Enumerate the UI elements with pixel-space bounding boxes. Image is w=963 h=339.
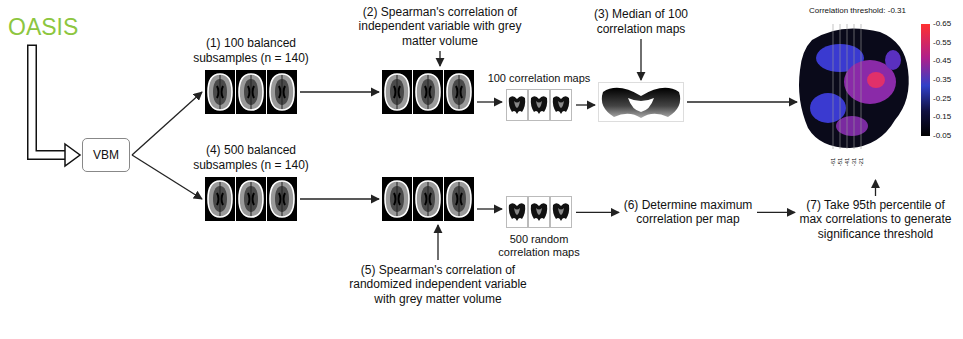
map-stack: 500 random correlation maps (505, 195, 573, 229)
image-stack: (1) 100 balanced subsamples (n = 140) (205, 68, 297, 116)
image-stack: (2) Spearman's correlation of independen… (382, 68, 474, 116)
map-stack (507, 197, 572, 228)
flow-arrow (132, 92, 202, 155)
pointer-arrow (437, 225, 438, 260)
colorbar-value: -0.05 (933, 132, 951, 140)
connector-line (477, 208, 502, 209)
node-text: (2) Spearman's correlation of independen… (358, 5, 523, 48)
threshold-map: Correlation threshold: -0.31 (800, 18, 915, 178)
node-text: (5) Spearman's correlation of randomized… (348, 263, 528, 306)
step-text: (7) Take 95th percentile of max correlat… (798, 198, 953, 241)
connector-line (132, 92, 202, 155)
step-caption: (2) Spearman's correlation of independen… (358, 5, 523, 48)
image-stack: (5) Spearman's correlation of randomized… (382, 175, 474, 223)
step-caption: (4) 500 balanced subsamples (n = 140) (176, 143, 326, 172)
slice-coordinate: -41 (844, 158, 850, 167)
node-text: 100 correlation maps (479, 72, 599, 85)
arrow-outline (32, 45, 67, 155)
slice-coordinate: -21 (858, 158, 864, 167)
slice-coordinate: -61 (830, 158, 836, 167)
flow-arrow (300, 92, 379, 93)
map-stack: 100 correlation maps (505, 88, 573, 122)
hollow-arrow (32, 45, 80, 166)
flow-arrow (477, 209, 502, 210)
colorbar-value: -0.45 (933, 57, 951, 65)
step-caption: (3) Median of 100 correlation maps (574, 7, 709, 36)
flow-arrow (875, 180, 876, 196)
flow-arrow (477, 102, 502, 103)
slice-stack (382, 70, 474, 114)
node-text: Correlation threshold: -0.31 (788, 6, 928, 16)
step-caption: 500 random correlation maps (487, 233, 592, 259)
node-text: OASIS (8, 14, 78, 42)
slice-coordinate: -31 (851, 158, 857, 167)
colorbar-value: -0.55 (933, 39, 951, 47)
node-text: (6) Determine maximum correlation per ma… (622, 198, 754, 227)
flow-arrow (757, 212, 795, 213)
dataset-label: OASIS (8, 14, 78, 42)
flow-arrow (576, 212, 619, 213)
flow-arrow (132, 155, 202, 199)
arrow-inner (32, 46, 68, 155)
map-stack (507, 90, 572, 121)
colorbar-value: -0.15 (933, 113, 951, 121)
pointer-arrow (439, 51, 440, 66)
arrow-head (65, 144, 80, 166)
flow-arrow (687, 102, 797, 103)
image-stack: (4) 500 balanced subsamples (n = 140) (205, 175, 297, 223)
slice-stack (205, 177, 297, 221)
connector-line (132, 155, 202, 199)
colorbar-value: -0.65 (933, 20, 951, 28)
connector-line (576, 212, 619, 213)
node-text: (4) 500 balanced subsamples (n = 140) (176, 143, 326, 172)
node-text: 500 random correlation maps (487, 233, 592, 259)
pointer-arrow (640, 39, 641, 80)
connector-line (477, 101, 502, 102)
step-caption: (1) 100 balanced subsamples (n = 140) (176, 36, 326, 65)
box-label: VBM (93, 148, 119, 162)
median-map: (3) Median of 100 correlation maps (598, 82, 684, 122)
connector-line (576, 104, 595, 105)
brain-heatmap (799, 24, 909, 149)
step-caption: Correlation threshold: -0.31 (788, 6, 928, 16)
node-text: (7) Take 95th percentile of max correlat… (798, 198, 953, 241)
slice-stack (205, 70, 297, 114)
slice-coordinate: -51 (837, 158, 843, 167)
colorbar (921, 24, 930, 136)
step-caption: 100 correlation maps (479, 72, 599, 85)
connector-line (300, 91, 379, 92)
flow-arrow (300, 199, 379, 200)
step-caption: (5) Spearman's correlation of randomized… (348, 263, 528, 306)
process-box: VBM (82, 138, 130, 172)
node-text: (3) Median of 100 correlation maps (574, 7, 709, 36)
connector-line (875, 180, 876, 196)
connector-line (757, 212, 795, 213)
step-text: (6) Determine maximum correlation per ma… (622, 198, 754, 227)
node-text: (1) 100 balanced subsamples (n = 140) (176, 36, 326, 65)
colorbar-value: -0.35 (933, 76, 951, 84)
connector-line (300, 198, 379, 199)
flow-arrow (576, 105, 595, 106)
connector-line (687, 101, 797, 102)
colorbar-value: -0.25 (933, 95, 951, 103)
slice-stack (382, 177, 474, 221)
median-map (599, 83, 684, 122)
